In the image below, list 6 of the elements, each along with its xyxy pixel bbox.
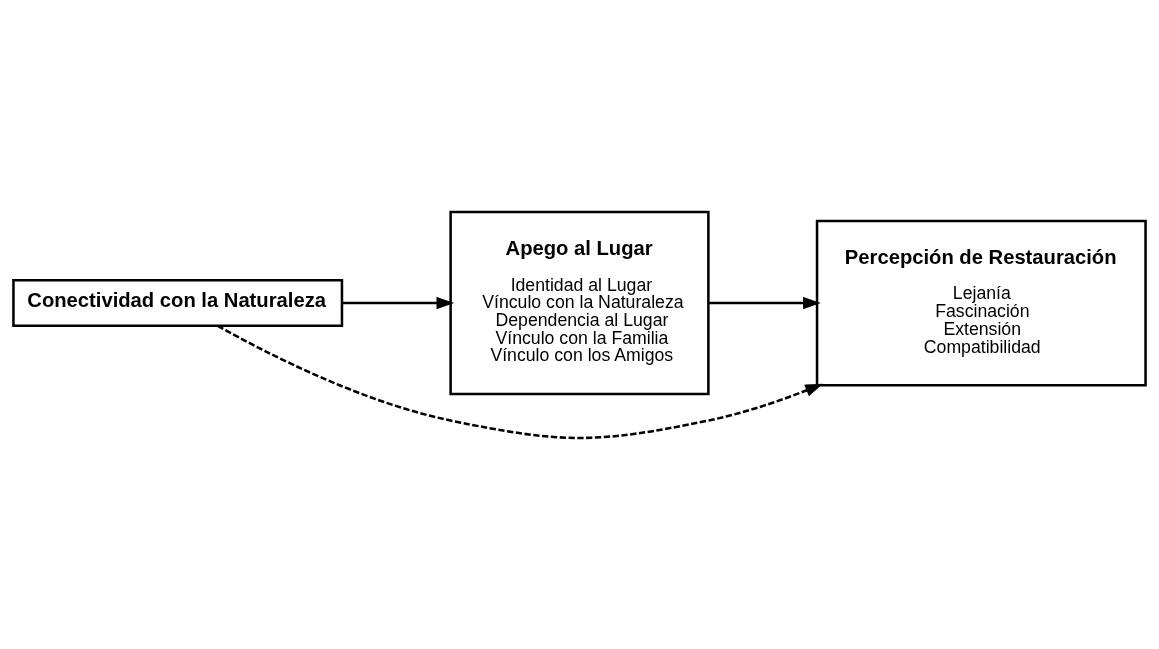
arrow bbox=[708, 296, 821, 309]
node-box: Conectividad con la Naturaleza bbox=[12, 278, 344, 327]
arrow bbox=[217, 324, 823, 439]
node-box: Apego al Lugar Identidad al Lugar Vínculo con la Naturaleza Dependencia al Lugar Vínculo con la Familia Vínculo con los Amigos bbox=[449, 210, 710, 395]
arrow bbox=[342, 296, 455, 309]
node-box: Percepción de Restauración Lejanía Fascinación Extensión Compatibilidad bbox=[815, 219, 1147, 386]
